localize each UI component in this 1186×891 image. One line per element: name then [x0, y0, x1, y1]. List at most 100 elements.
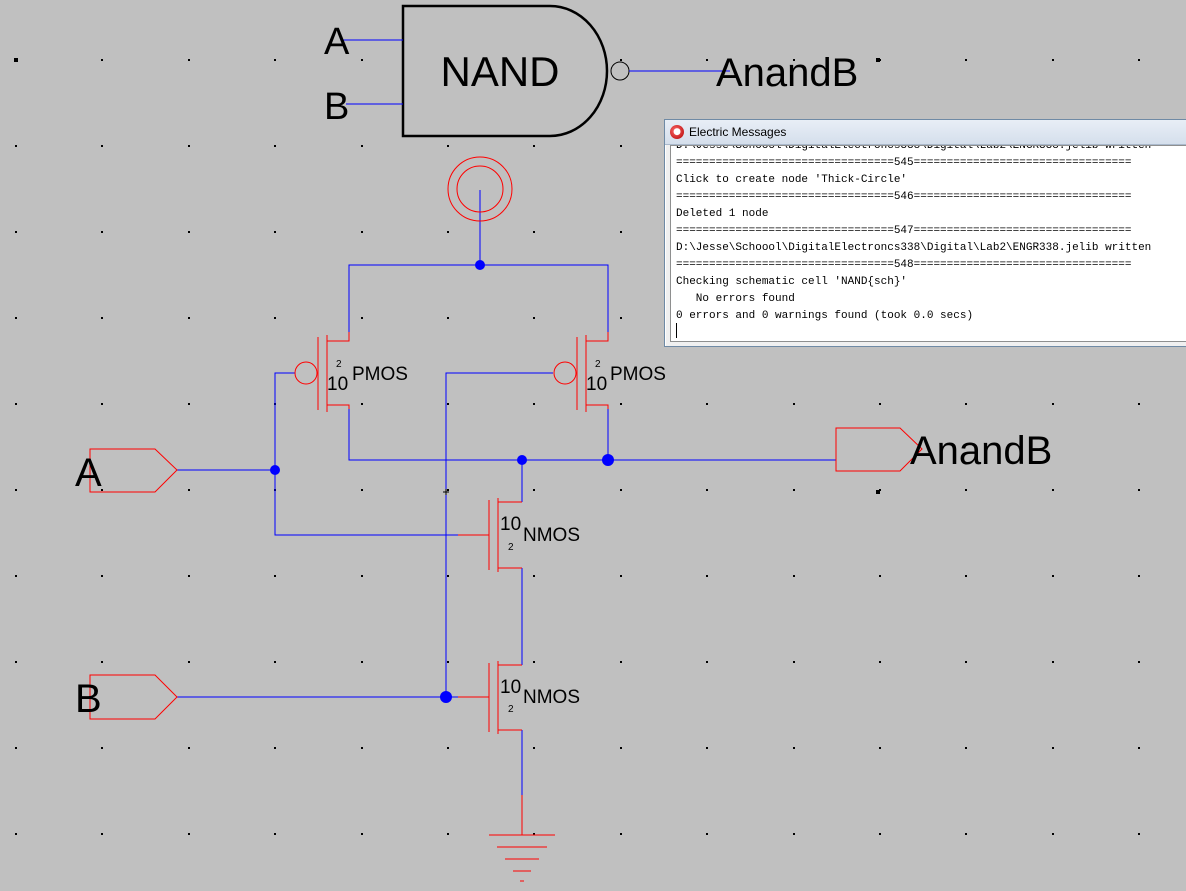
grid-dot — [274, 145, 276, 147]
grid-dot — [620, 575, 622, 577]
grid-dot — [361, 747, 363, 749]
output-port-anandb[interactable]: AnandB — [835, 427, 1052, 494]
grid-dot — [706, 403, 708, 405]
grid-dot — [793, 575, 795, 577]
transistor-type: PMOS — [352, 364, 408, 385]
grid-dot — [447, 145, 449, 147]
messages-window[interactable]: ● Electric Messages D:\Jesse\Schoool\Dig… — [664, 119, 1186, 347]
grid-dot — [101, 145, 103, 147]
grid-dot — [879, 747, 881, 749]
message-line: =================================546====… — [676, 191, 1132, 203]
grid-dot — [361, 403, 363, 405]
grid-dot — [1138, 59, 1140, 61]
grid-dot — [188, 317, 190, 319]
grid-dot — [793, 661, 795, 663]
grid-dot — [15, 145, 17, 147]
grid-dot — [188, 403, 190, 405]
grid-dot — [447, 575, 449, 577]
grid-dot — [447, 59, 449, 61]
grid-dot — [101, 59, 103, 61]
gate-input-a-label: A — [324, 21, 350, 63]
transistor-type: PMOS — [610, 364, 666, 385]
grid-dot — [447, 661, 449, 663]
grid-dot — [447, 231, 449, 233]
pmos-transistor-right[interactable]: 2 10 PMOS — [553, 332, 666, 412]
grid-dot — [1138, 833, 1140, 835]
grid-dot — [15, 317, 17, 319]
window-titlebar[interactable]: ● Electric Messages — [665, 120, 1186, 145]
grid-dot — [274, 833, 276, 835]
grid-dot — [274, 575, 276, 577]
grid-dot — [1138, 403, 1140, 405]
nmos-transistor-bottom[interactable]: 10 NMOS 2 — [458, 661, 580, 734]
ground-icon[interactable] — [489, 795, 555, 882]
message-line: Checking schematic cell 'NAND{sch}' — [676, 276, 908, 288]
transistor-type: NMOS — [523, 525, 580, 546]
grid-dot — [793, 59, 795, 61]
grid-dot — [101, 747, 103, 749]
grid-dot — [101, 575, 103, 577]
grid-dot — [274, 231, 276, 233]
grid-dot — [188, 59, 190, 61]
junction-node — [270, 465, 280, 475]
junction-nodes[interactable] — [270, 260, 614, 703]
power-icon[interactable] — [447, 156, 513, 222]
grid-dot — [274, 747, 276, 749]
grid-dot — [447, 833, 449, 835]
grid-dot — [965, 489, 967, 491]
grid-dot — [706, 747, 708, 749]
transistor-width: 10 — [586, 374, 607, 395]
grid-dot — [706, 661, 708, 663]
transistor-length: 2 — [595, 359, 601, 370]
grid-dot — [101, 317, 103, 319]
grid-dot — [879, 833, 881, 835]
input-port-b[interactable]: B — [75, 674, 178, 721]
grid-dot — [965, 747, 967, 749]
grid-dot — [188, 833, 190, 835]
input-port-a[interactable]: A — [75, 448, 178, 495]
grid-dot — [533, 575, 535, 577]
grid-dot — [620, 661, 622, 663]
port-label: AnandB — [910, 429, 1052, 473]
gate-name-label: NAND — [440, 48, 559, 95]
grid-dot — [15, 231, 17, 233]
nmos-transistor-top[interactable]: 10 NMOS 2 — [458, 498, 580, 572]
grid-dot — [1052, 833, 1054, 835]
grid-dot — [447, 489, 449, 491]
grid-dot — [101, 661, 103, 663]
grid-dot — [15, 833, 17, 835]
grid-dot — [188, 231, 190, 233]
grid-dot — [879, 403, 881, 405]
grid-dot — [361, 833, 363, 835]
wire-crossing-marker — [443, 489, 449, 495]
transistor-length: 2 — [508, 704, 514, 715]
gate-output-label: AnandB — [716, 51, 858, 95]
grid-dot — [188, 747, 190, 749]
grid-dot — [1052, 403, 1054, 405]
pmos-transistor-left[interactable]: 2 10 PMOS — [294, 332, 408, 412]
junction-node — [440, 691, 452, 703]
message-line: 0 errors and 0 warnings found (took 0.0 … — [676, 310, 974, 322]
grid-dot — [793, 833, 795, 835]
transistor-type: NMOS — [523, 687, 580, 708]
grid-dot — [533, 747, 535, 749]
grid-dot — [620, 59, 622, 61]
window-title: Electric Messages — [689, 125, 787, 139]
nand-gate-icon[interactable]: NAND A B AnandB — [324, 4, 880, 138]
grid-dot — [101, 833, 103, 835]
transistor-width: 10 — [327, 374, 348, 395]
grid-dot — [361, 575, 363, 577]
grid-dot — [965, 575, 967, 577]
transistor-width: 10 — [500, 677, 521, 698]
grid-dot — [533, 489, 535, 491]
grid-dot — [101, 231, 103, 233]
grid-dot — [188, 489, 190, 491]
grid-dot — [101, 403, 103, 405]
messages-text-area[interactable]: D:\Jesse\Schoool\DigitalElectroncs338\Di… — [670, 145, 1186, 342]
port-label: B — [75, 677, 102, 721]
grid-dot — [15, 661, 17, 663]
message-line: D:\Jesse\Schoool\DigitalElectroncs338\Di… — [676, 145, 1152, 152]
grid-dot — [620, 833, 622, 835]
grid-dot — [188, 661, 190, 663]
grid-dot — [533, 317, 535, 319]
